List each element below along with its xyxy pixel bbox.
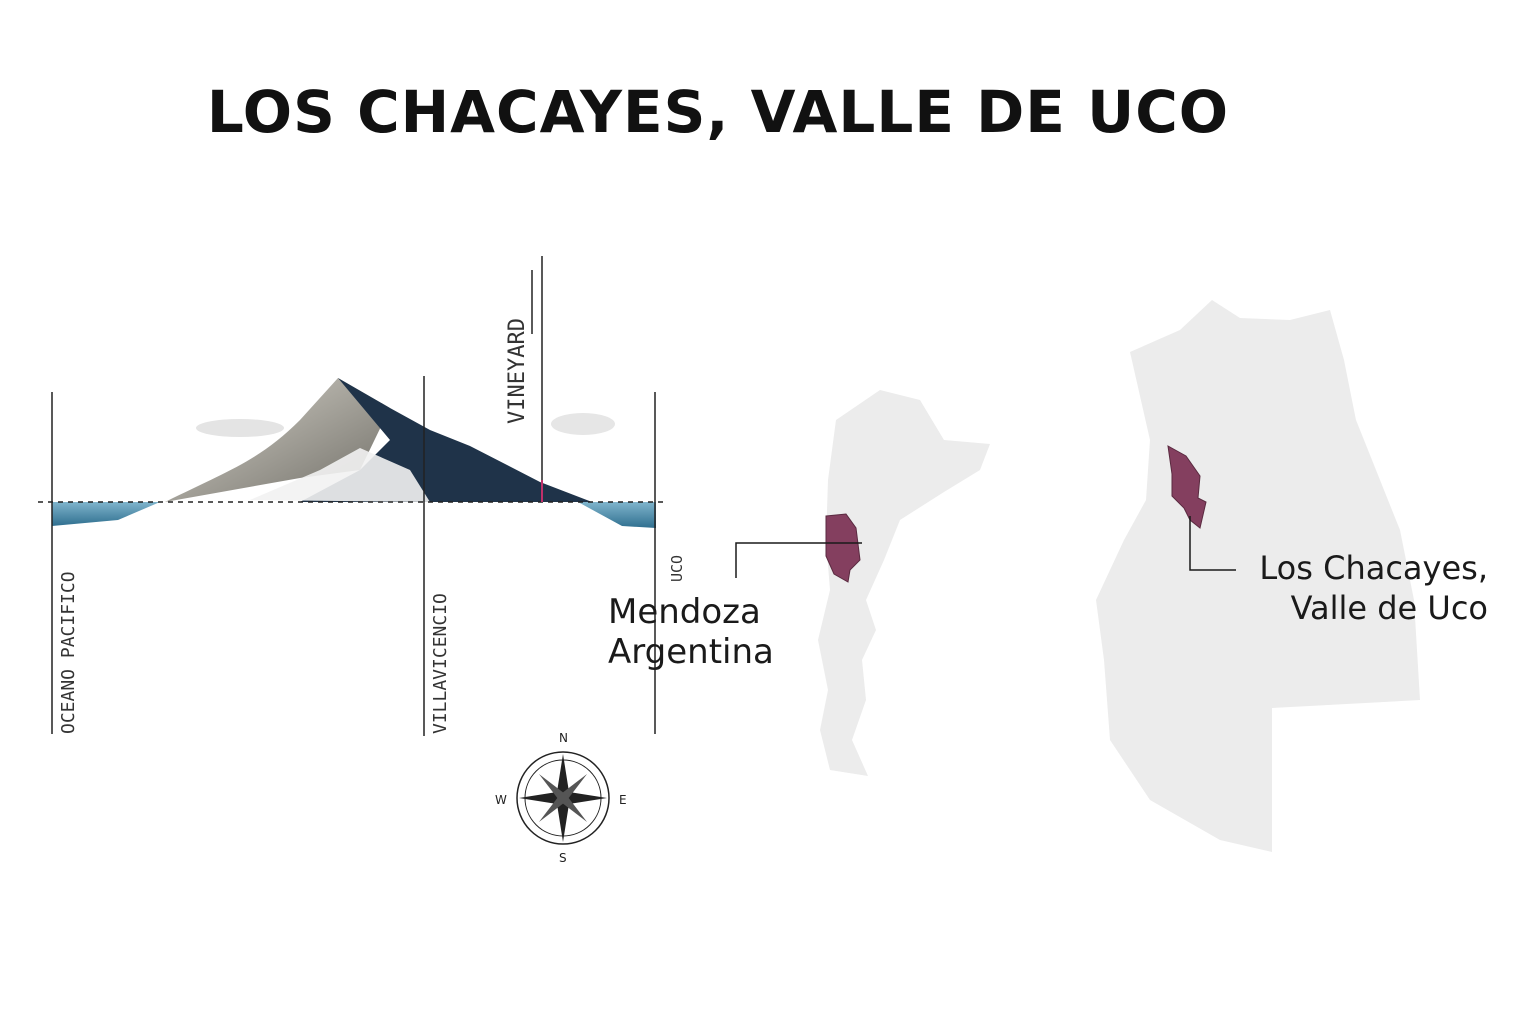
mendoza-argentina-label: Mendoza Argentina bbox=[608, 592, 774, 672]
snow-slope bbox=[250, 448, 430, 502]
compass-rose: N E S W bbox=[495, 731, 627, 865]
compass-w: W bbox=[495, 793, 507, 807]
uco-label: UCO bbox=[668, 555, 686, 582]
uco-label-line-2: Valle de Uco bbox=[1290, 589, 1488, 627]
cloud-right bbox=[551, 413, 615, 435]
uco-label-line-1: Los Chacayes, bbox=[1259, 549, 1488, 587]
compass-n: N bbox=[559, 731, 568, 745]
mendoza-label-line-1: Mendoza bbox=[608, 592, 761, 632]
uco-leader-line bbox=[1189, 516, 1236, 571]
mendoza-highlight bbox=[825, 513, 861, 583]
lake-water bbox=[578, 502, 656, 528]
ocean-water bbox=[52, 502, 160, 526]
argentina-map bbox=[735, 390, 990, 776]
los-chacayes-label: Los Chacayes, Valle de Uco bbox=[1200, 548, 1488, 628]
ocean-label: OCEANO PACIFICO bbox=[58, 571, 79, 734]
mendoza-map bbox=[1096, 300, 1420, 852]
map-title: LOS CHACAYES, VALLE DE UCO bbox=[206, 78, 1230, 146]
elevation-profile: VINEYARD OCEANO PACIFICO VILLAVICENCIO U… bbox=[38, 256, 686, 736]
mendoza-label-line-2: Argentina bbox=[608, 632, 774, 672]
villa-label: VILLAVICENCIO bbox=[430, 593, 451, 734]
los-chacayes-highlight bbox=[1167, 445, 1207, 529]
compass-s: S bbox=[559, 851, 567, 865]
vineyard-label: VINEYARD bbox=[505, 318, 530, 424]
compass-needle-west bbox=[519, 792, 563, 804]
compass-needle-south bbox=[557, 798, 569, 842]
mendoza-leader-line bbox=[735, 542, 862, 578]
compass-needle-east bbox=[563, 792, 607, 804]
compass-e: E bbox=[619, 793, 627, 807]
mendoza-shape bbox=[1096, 300, 1420, 852]
argentina-shape bbox=[818, 390, 990, 776]
cloud-left bbox=[196, 419, 284, 437]
compass-needle-north bbox=[557, 754, 569, 798]
